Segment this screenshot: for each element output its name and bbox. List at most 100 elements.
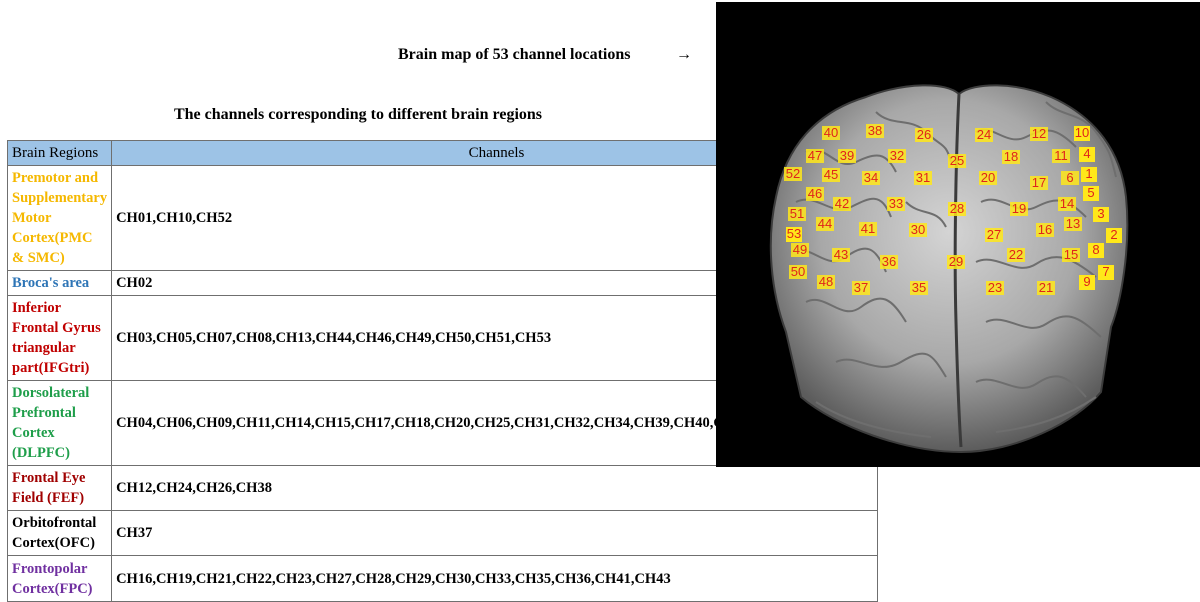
channel-box: [1074, 126, 1090, 141]
channel-marker: 10: [1074, 125, 1090, 141]
channel-label: 9: [1083, 274, 1090, 289]
region-name: Dorsolateral Prefrontal Cortex (DLPFC): [6, 380, 113, 466]
channel-label: 3: [1097, 206, 1104, 221]
channel-marker: 43: [832, 247, 850, 262]
channel-label: 13: [1066, 216, 1080, 231]
gyrus-line: [805, 297, 907, 323]
channel-label: 11: [1054, 148, 1068, 163]
channel-label: 5: [1087, 185, 1094, 200]
channel-highlight: [887, 197, 905, 211]
gyrus-line: [835, 352, 947, 378]
channel-highlight: [948, 154, 966, 168]
channel-highlight: [1002, 150, 1020, 164]
header-brain-regions: Brain Regions: [6, 140, 113, 166]
channel-marker: 28: [948, 201, 966, 216]
channel-label: 2: [1110, 227, 1117, 242]
channel-marker: 51: [788, 206, 806, 221]
channel-highlight: [816, 217, 834, 231]
gyrus-line: [975, 375, 1087, 398]
channel-label: 39: [840, 148, 854, 163]
channel-marker: 33: [887, 196, 905, 211]
table-row: Frontal Eye Field (FEF) CH12,CH24,CH26,C…: [6, 465, 878, 511]
channel-highlight: [1062, 248, 1080, 262]
channel-marker: 24: [975, 127, 993, 142]
channel-box: [786, 227, 802, 242]
channel-highlight: [838, 149, 856, 163]
channel-marker: 34: [862, 170, 880, 185]
channel-label: 36: [882, 254, 896, 269]
channel-highlight: [1058, 197, 1076, 211]
channel-highlight: [910, 281, 928, 295]
gyrus-line: [815, 401, 932, 438]
channel-marker: 22: [1007, 247, 1025, 262]
channel-marker: 42: [833, 196, 851, 211]
channel-highlight: [1037, 281, 1055, 295]
channel-highlight: [806, 187, 824, 201]
channel-label: 28: [950, 201, 964, 216]
channel-marker: 20: [979, 170, 997, 185]
channel-label: 1: [1085, 166, 1092, 181]
channel-highlight: [1030, 127, 1048, 141]
gyrus-line: [1045, 101, 1117, 178]
region-name: Frontopolar Cortex(FPC): [6, 555, 113, 602]
channel-box: [1079, 275, 1095, 290]
channel-marker: 25: [948, 153, 966, 168]
channel-label: 43: [834, 247, 848, 262]
channel-label: 8: [1092, 242, 1099, 257]
channel-marker: 36: [880, 254, 898, 269]
channel-highlight: [862, 171, 880, 185]
channel-marker: 38: [866, 123, 884, 138]
channel-marker: 44: [816, 216, 834, 231]
region-name: Orbitofrontal Cortex(OFC): [6, 510, 113, 556]
channel-highlight: [1007, 248, 1025, 262]
gyrus-line: [905, 201, 947, 228]
channel-highlight: [1064, 217, 1082, 231]
channel-label: 32: [890, 148, 904, 163]
channel-highlight: [888, 149, 906, 163]
channel-highlight: [1010, 202, 1028, 216]
region-channels: CH37: [111, 510, 878, 556]
channel-marker: 11: [1052, 148, 1070, 163]
gyrus-line: [975, 256, 1097, 278]
channel-highlight: [866, 124, 884, 138]
channel-label: 50: [791, 264, 805, 279]
channel-label: 29: [949, 254, 963, 269]
gyri-texture: [790, 101, 1117, 438]
channel-label: 23: [988, 280, 1002, 295]
channel-label: 46: [808, 186, 822, 201]
channel-label: 33: [889, 196, 903, 211]
channel-marker: 40: [822, 125, 840, 140]
channel-label: 20: [981, 170, 995, 185]
channel-label: 31: [916, 170, 930, 185]
channel-highlight: [1052, 149, 1070, 163]
channel-marker: 4: [1079, 146, 1095, 162]
region-name: Broca's area: [6, 270, 113, 296]
channel-box: [1098, 265, 1114, 280]
channel-marker: 29: [947, 254, 965, 269]
channel-highlight: [859, 222, 877, 236]
channel-label: 26: [917, 127, 931, 142]
channel-label: 22: [1009, 247, 1023, 262]
channel-label: 18: [1004, 149, 1018, 164]
table-title: The channels corresponding to different …: [173, 106, 543, 123]
channel-marker: 23: [986, 280, 1004, 295]
channel-highlight: [914, 171, 932, 185]
gyrus-line: [985, 315, 1102, 338]
channel-marker: 37: [852, 280, 870, 295]
channel-box: [1081, 167, 1097, 182]
channel-box: [1106, 228, 1122, 243]
channel-marker: 48: [817, 274, 835, 289]
channel-label: 27: [987, 227, 1001, 242]
longitudinal-fissure: [953, 93, 963, 448]
region-channels: CH16,CH19,CH21,CH22,CH23,CH27,CH28,CH29,…: [111, 555, 878, 602]
channel-highlight: [852, 281, 870, 295]
channel-label: 51: [790, 206, 804, 221]
channel-label: 48: [819, 274, 833, 289]
channel-marker: 26: [915, 127, 933, 142]
channel-marker: 7: [1098, 264, 1114, 280]
channel-label: 25: [950, 153, 964, 168]
region-name: Frontal Eye Field (FEF): [6, 465, 113, 511]
